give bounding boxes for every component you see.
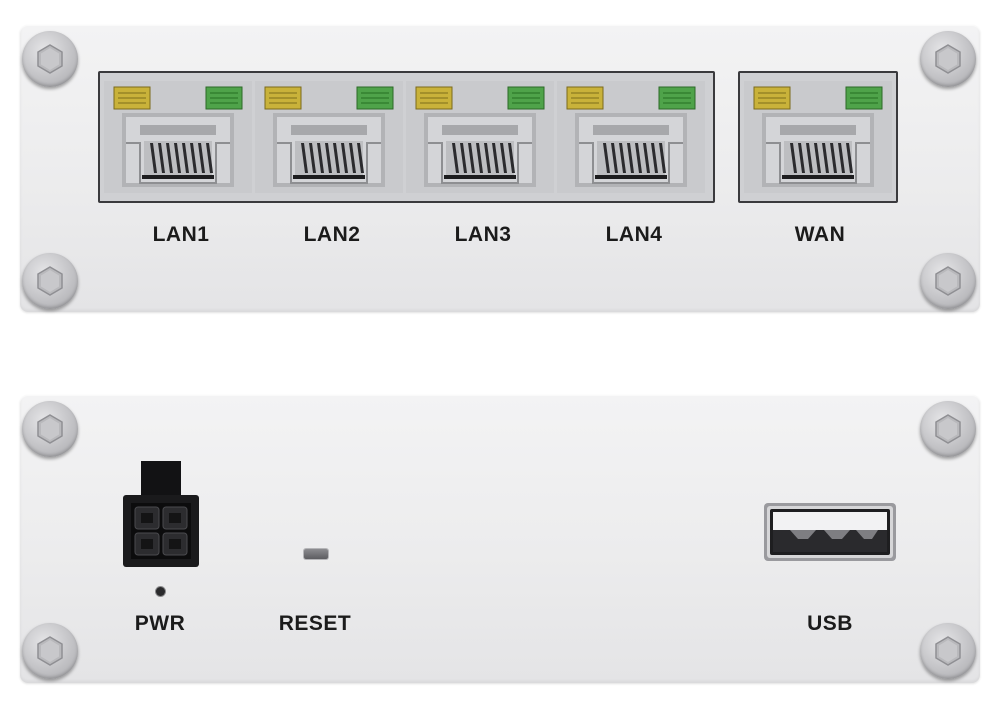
power-connector[interactable]	[121, 461, 201, 571]
screw-icon	[22, 623, 78, 679]
reset-button[interactable]	[304, 549, 328, 559]
lan4-label: LAN4	[605, 223, 663, 246]
wan-port[interactable]	[744, 81, 892, 193]
back-panel: PWR RESET USB	[20, 395, 980, 683]
lan3-port[interactable]	[406, 81, 554, 193]
lan2-label: LAN2	[303, 223, 361, 246]
lan1-port[interactable]	[104, 81, 252, 193]
front-panel: LAN1 LAN2 LAN3 LAN4 WAN	[20, 25, 980, 312]
wan-label: WAN	[794, 223, 846, 246]
lan4-port[interactable]	[557, 81, 705, 193]
reset-label: RESET	[278, 612, 352, 635]
screw-icon	[920, 623, 976, 679]
power-connector-icon	[123, 461, 199, 567]
lan2-port[interactable]	[255, 81, 403, 193]
screw-icon	[920, 401, 976, 457]
screw-icon	[22, 253, 78, 309]
usb-port[interactable]	[764, 503, 896, 561]
power-label: PWR	[134, 612, 186, 635]
lan1-label: LAN1	[152, 223, 210, 246]
screw-icon	[920, 253, 976, 309]
screw-icon	[22, 401, 78, 457]
usb-icon	[764, 503, 896, 561]
screw-icon	[920, 31, 976, 87]
screw-icon	[22, 31, 78, 87]
lan3-label: LAN3	[454, 223, 512, 246]
usb-label: USB	[807, 612, 853, 635]
power-led	[156, 587, 165, 596]
